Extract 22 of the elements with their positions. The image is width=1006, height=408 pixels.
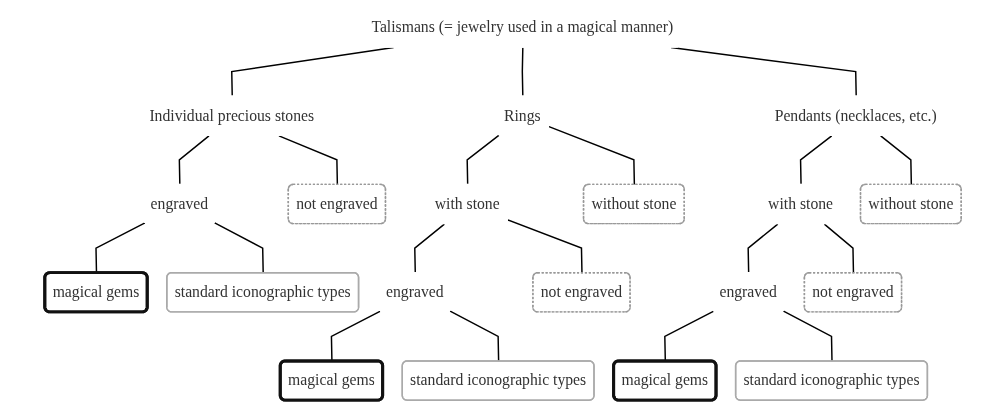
connector <box>747 223 779 274</box>
connector <box>178 135 210 186</box>
connector <box>670 46 857 98</box>
node-text: Individual precious stones <box>149 106 315 124</box>
connector <box>507 219 583 274</box>
connector <box>879 135 913 186</box>
node-text: engraved <box>150 195 209 212</box>
node-text: engraved <box>386 283 444 301</box>
connector <box>213 222 264 274</box>
connector <box>466 134 500 186</box>
connector <box>823 223 855 274</box>
node-text: Rings <box>504 106 541 124</box>
connector <box>278 135 339 186</box>
node-text: with stone <box>768 195 834 212</box>
node-text: Talismans (= jewelry used in a magical manner) <box>371 18 674 36</box>
node-text: engraved <box>719 283 777 301</box>
node-text: Pendants (necklaces, etc.) <box>774 106 937 124</box>
connector <box>521 46 524 98</box>
connector <box>799 135 833 186</box>
connector <box>414 223 446 274</box>
connector <box>548 125 636 186</box>
node-text: with stone <box>434 195 500 212</box>
